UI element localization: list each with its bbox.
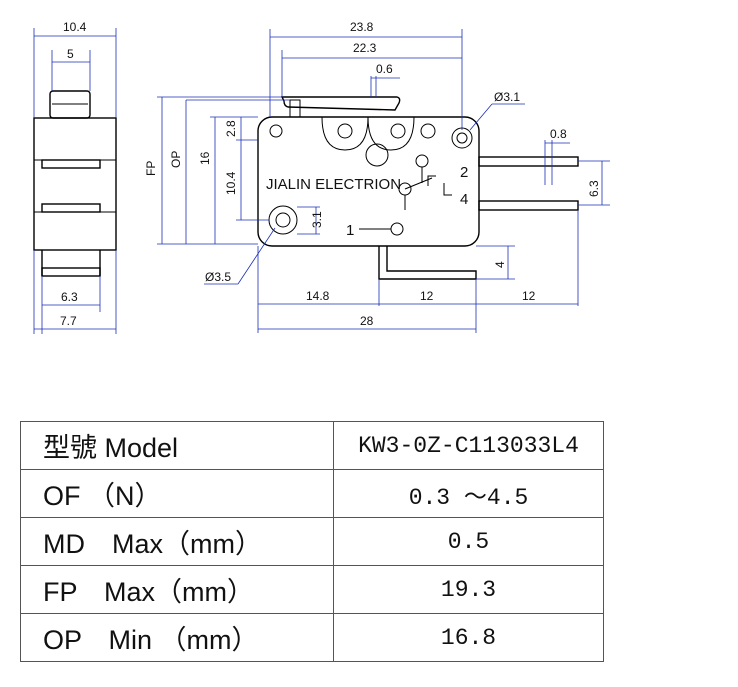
table-row: OF （N） 0.3 ～4.5 [20, 469, 604, 518]
dim-28: 28 [360, 314, 374, 328]
row-value-of: 0.3 ～4.5 [333, 469, 604, 518]
dim-4: 4 [493, 261, 507, 268]
dim-7-7: 7.7 [60, 314, 77, 328]
row-value-md: 0.5 [333, 517, 604, 566]
dim-6-3-pins: 6.3 [587, 180, 601, 197]
dim-fp: FP [144, 161, 158, 176]
row-label-model: 型號 Model [20, 421, 334, 470]
dim-0-8: 0.8 [550, 127, 567, 141]
pin-1-label: 1 [346, 222, 354, 239]
brand-label: JIALIN ELECTRION [266, 176, 401, 193]
table-row: OP Min （mm） 16.8 [20, 613, 604, 662]
dim-3-1: 3.1 [310, 211, 324, 228]
dim-12-b: 12 [522, 289, 536, 303]
pin-2-label: 2 [460, 164, 468, 181]
dim-10-4-side: 10.4 [224, 171, 238, 195]
row-label-fp: FP Max（mm） [20, 565, 334, 614]
pin-4-label: 4 [460, 191, 468, 208]
row-label-op: OP Min （mm） [20, 613, 334, 662]
row-label-of: OF （N） [20, 469, 334, 518]
dim-0-6: 0.6 [376, 62, 393, 76]
dim-10-4-top: 10.4 [63, 20, 87, 34]
dim-hole-3-1: Ø3.1 [494, 90, 520, 104]
dim-op: OP [169, 151, 183, 168]
table-row: FP Max（mm） 19.3 [20, 565, 604, 614]
dim-2-8: 2.8 [224, 120, 238, 137]
table-row: MD Max（mm） 0.5 [20, 517, 604, 566]
row-value-fp: 19.3 [333, 565, 604, 614]
dim-5: 5 [67, 47, 74, 61]
side-view: 10.4 5 6.3 7.7 [33, 20, 117, 334]
dim-23-8: 23.8 [350, 20, 374, 34]
switch-drawing: 10.4 5 6.3 7.7 [33, 20, 610, 334]
dim-14-8: 14.8 [306, 289, 330, 303]
dim-3-5: Ø3.5 [205, 270, 231, 284]
row-value-op: 16.8 [333, 613, 604, 662]
row-value-model: KW3-0Z-C113033L4 [333, 421, 604, 470]
dim-12-a: 12 [420, 289, 434, 303]
row-label-md: MD Max（mm） [20, 517, 334, 566]
dim-22-3: 22.3 [353, 41, 377, 55]
spec-table: 型號 Model KW3-0Z-C113033L4 OF （N） 0.3 ～4.… [20, 421, 604, 662]
table-row: 型號 Model KW3-0Z-C113033L4 [20, 421, 604, 470]
dim-16: 16 [198, 151, 212, 165]
dim-6-3-bottom: 6.3 [61, 290, 78, 304]
front-view: JIALIN ELECTRION 2 4 1 23.8 22.3 0.6 Ø3.… [144, 20, 610, 333]
